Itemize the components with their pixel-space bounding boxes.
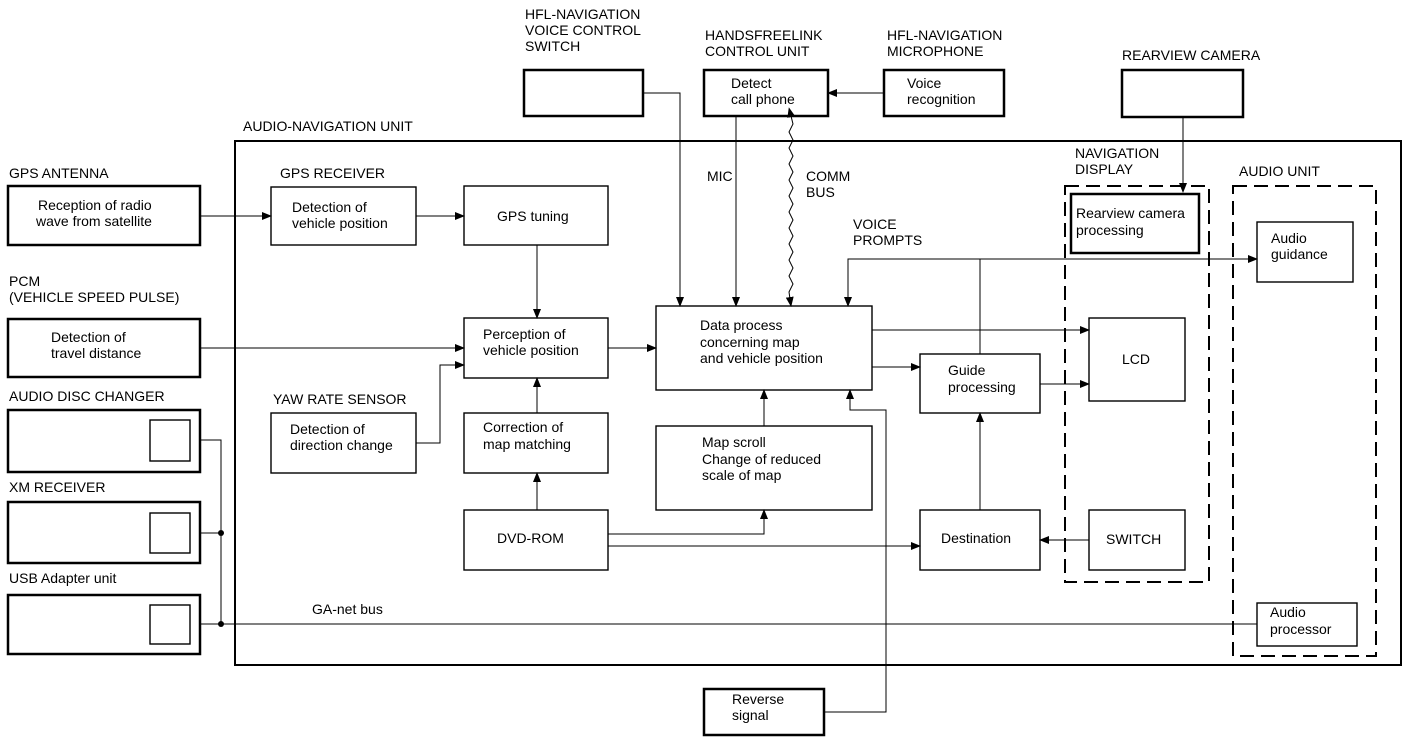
navigation-display-label: NAVIGATION DISPLAY (1075, 145, 1163, 177)
reverse-signal-box (702, 687, 826, 737)
detection-travel-distance-text: Detection of travel distance (51, 329, 141, 361)
audio-processor-text: Audio processor (1270, 604, 1332, 637)
lcd-text: LCD (1122, 351, 1150, 367)
audio-processor-box (1256, 602, 1358, 647)
rearview-camera-processing-text: Rearview camera processing (1076, 205, 1189, 238)
detection-travel-distance-box (6, 317, 202, 379)
correction-map-matching-text: Correction of map matching (483, 419, 571, 452)
detection-direction-change-text: Detection of direction change (290, 421, 393, 453)
hfl-mic-label: HFL-NAVIGATION MICROPHONE (887, 27, 1006, 59)
gps-tuning-box (463, 185, 609, 246)
detect-call-phone-box (702, 68, 830, 118)
gps-receiver-label: GPS RECEIVER (280, 165, 385, 181)
hfl-switch-label: HFL-NAVIGATION VOICE CONTROL SWITCH (525, 6, 644, 54)
conn-voice-prompts-to-data-process (844, 258, 980, 307)
dvd-rom-text: DVD-ROM (497, 530, 564, 546)
destination-box (919, 509, 1041, 571)
destination-text: Destination (941, 530, 1011, 546)
voice-prompts-label: VOICE PROMPTS (853, 216, 922, 248)
xm-receiver-label: XM RECEIVER (9, 479, 105, 495)
voice-recognition-box (882, 68, 1006, 118)
xm-receiver-connector (149, 512, 191, 554)
pcm-label: PCM (VEHICLE SPEED PULSE) (9, 273, 179, 305)
dvd-rom-box (463, 509, 609, 571)
guide-processing-text: Guide processing (948, 362, 1016, 395)
perception-vehicle-position-text: Perception of vehicle position (483, 326, 579, 358)
hfl-unit-label: HANDSFREELINK CONTROL UNIT (705, 27, 826, 59)
audio-navigation-unit-frame (234, 140, 1402, 666)
audio-disc-changer-connector (149, 419, 191, 462)
conn-comm-bus (785, 107, 796, 307)
conn-hfl-switch-to-data-process (643, 92, 684, 307)
mic-label: MIC (707, 168, 733, 184)
switch-box (1088, 509, 1186, 571)
detect-call-phone-text: Detect call phone (731, 75, 795, 107)
rearview-camera-label: REARVIEW CAMERA (1122, 47, 1261, 63)
map-scroll-text: Map scroll Change of reduced scale of ma… (702, 434, 825, 483)
audio-guidance-text: Audio guidance (1271, 230, 1328, 262)
audio-navigation-unit-label: AUDIO-NAVIGATION UNIT (243, 118, 413, 134)
rearview-camera-processing-box (1069, 192, 1201, 255)
audio-guidance-box (1256, 221, 1354, 283)
guide-processing-box (919, 353, 1041, 414)
conn-disc-changer-to-bus (200, 439, 222, 624)
comm-bus-label: COMM BUS (806, 168, 854, 200)
rearview-camera-box (1120, 68, 1245, 119)
bus-junction-xm (218, 530, 224, 536)
gps-antenna-label: GPS ANTENNA (9, 165, 109, 181)
yaw-rate-sensor-label: YAW RATE SENSOR (273, 391, 407, 407)
conn-dvd-to-map-scroll (608, 509, 768, 535)
lcd-box (1088, 317, 1186, 402)
detection-vehicle-position-box (270, 186, 417, 246)
conn-yaw-to-perception (416, 361, 465, 444)
conn-reverse-signal-to-data-process (824, 389, 887, 713)
reception-radio-wave-text: Reception of radio wave from satellite (35, 197, 156, 229)
correction-map-matching-box (463, 412, 609, 474)
usb-adapter-connector (149, 604, 191, 645)
usb-adapter-label: USB Adapter unit (9, 570, 117, 586)
detection-direction-change-box (270, 412, 417, 474)
reverse-signal-text: Reverse signal (732, 691, 788, 723)
ga-net-bus-label: GA-net bus (312, 601, 383, 617)
audio-unit-label: AUDIO UNIT (1239, 163, 1320, 179)
map-scroll-box (655, 425, 873, 511)
hfl-voice-control-switch-box (522, 68, 645, 118)
audio-unit-frame (1232, 185, 1377, 657)
detection-vehicle-position-text: Detection of vehicle position (292, 199, 388, 231)
gps-tuning-text: GPS tuning (497, 208, 569, 224)
bus-junction-usb (218, 621, 224, 627)
data-process-text: Data process concerning map and vehicle … (700, 317, 823, 366)
audio-disc-changer-label: AUDIO DISC CHANGER (9, 388, 165, 404)
switch-text: SWITCH (1106, 531, 1161, 547)
voice-recognition-text: Voice recognition (907, 75, 976, 107)
